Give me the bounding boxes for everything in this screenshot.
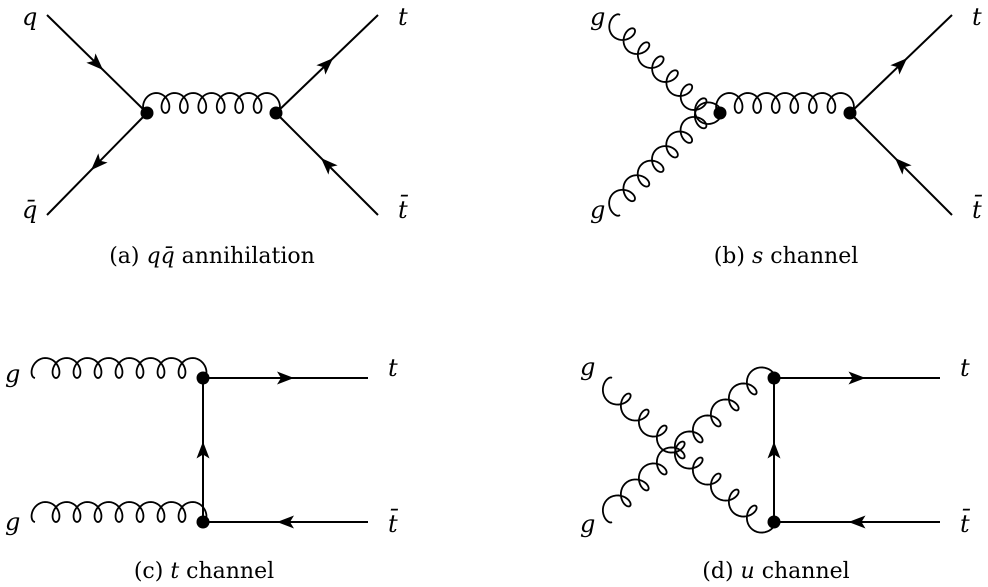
label-antitop-out: t̄ xyxy=(388,509,399,538)
antitop-line-out-arrow xyxy=(320,157,338,175)
label-gluon-in-bottom: g xyxy=(580,510,595,538)
gluon-in-bottom xyxy=(608,101,722,217)
panel-b-lines xyxy=(608,13,953,217)
caption-c: (c) t channel xyxy=(134,559,274,584)
gluon-in-top xyxy=(608,13,722,125)
panel-d-lines xyxy=(601,366,940,534)
gluon-propagator xyxy=(715,92,855,114)
gluon-in-bottom xyxy=(601,366,776,524)
caption-b-suffix: channel xyxy=(763,244,858,269)
label-gluon-in-top: g xyxy=(5,360,20,388)
antitop-line-out-arrow xyxy=(848,515,866,529)
panel-b: g g t t̄ (b) s channel xyxy=(590,3,983,269)
panel-c: g g t t̄ (c) t channel xyxy=(5,354,399,584)
panel-a-lines xyxy=(46,14,379,216)
caption-b-prefix: (b) xyxy=(714,244,752,269)
top-propagator-arrow xyxy=(767,441,781,459)
caption-c-math: t xyxy=(170,559,179,584)
caption-a: (a) qq̄ annihilation xyxy=(109,244,315,269)
panel-c-lines xyxy=(30,357,368,529)
top-line-out-arrow xyxy=(890,58,908,75)
vertex-bottom xyxy=(767,515,781,529)
caption-c-prefix: (c) xyxy=(134,559,170,584)
panel-a: q q̄ t t̄ (a) qq̄ annihilation xyxy=(22,3,409,269)
caption-d-math: u xyxy=(741,559,755,584)
caption-a-prefix: (a) xyxy=(109,244,146,269)
caption-d: (d) u channel xyxy=(702,559,849,584)
vertex-right xyxy=(269,106,283,120)
caption-b: (b) s channel xyxy=(714,244,859,269)
vertex-top xyxy=(196,371,210,385)
label-gluon-in-bottom: g xyxy=(5,508,20,536)
label-gluon-in-bottom: g xyxy=(590,196,605,224)
antitop-line-out-arrow xyxy=(894,157,912,175)
caption-d-prefix: (d) xyxy=(702,559,740,584)
label-antitop-out: t̄ xyxy=(960,509,971,538)
top-line-out-arrow xyxy=(848,371,866,385)
caption-a-math: qq̄ xyxy=(146,244,174,269)
top-line-out-arrow xyxy=(316,58,334,75)
gluon-in-top xyxy=(30,357,208,379)
vertex-left xyxy=(140,106,154,120)
label-quark-in: q xyxy=(22,3,37,31)
vertex-top xyxy=(767,371,781,385)
caption-a-suffix: annihilation xyxy=(175,244,315,269)
label-antiquark-in: q̄ xyxy=(22,196,37,224)
antitop-line-out-arrow xyxy=(277,515,294,529)
caption-b-math: s xyxy=(752,244,763,269)
label-top-out: t xyxy=(388,354,398,382)
caption-c-suffix: channel xyxy=(179,559,274,584)
gluon-propagator xyxy=(142,92,281,114)
caption-d-suffix: channel xyxy=(755,559,850,584)
panel-d: g g t t̄ (d) u channel xyxy=(580,353,971,584)
quark-line-in-arrow xyxy=(86,53,104,70)
vertex-right xyxy=(843,106,857,120)
label-gluon-in-top: g xyxy=(580,353,595,381)
top-propagator-arrow xyxy=(196,441,210,459)
antiquark-line-in-arrow xyxy=(91,153,108,171)
label-top-out: t xyxy=(398,3,408,31)
label-top-out: t xyxy=(972,3,982,31)
label-antitop-out: t̄ xyxy=(398,195,409,224)
label-antitop-out: t̄ xyxy=(972,195,983,224)
top-line-out-arrow xyxy=(277,371,294,385)
label-top-out: t xyxy=(960,354,970,382)
vertex-left xyxy=(713,106,727,120)
vertex-bottom xyxy=(196,515,210,529)
gluon-in-bottom xyxy=(30,501,208,523)
label-gluon-in-top: g xyxy=(590,3,605,31)
gluon-in-top xyxy=(601,376,776,534)
